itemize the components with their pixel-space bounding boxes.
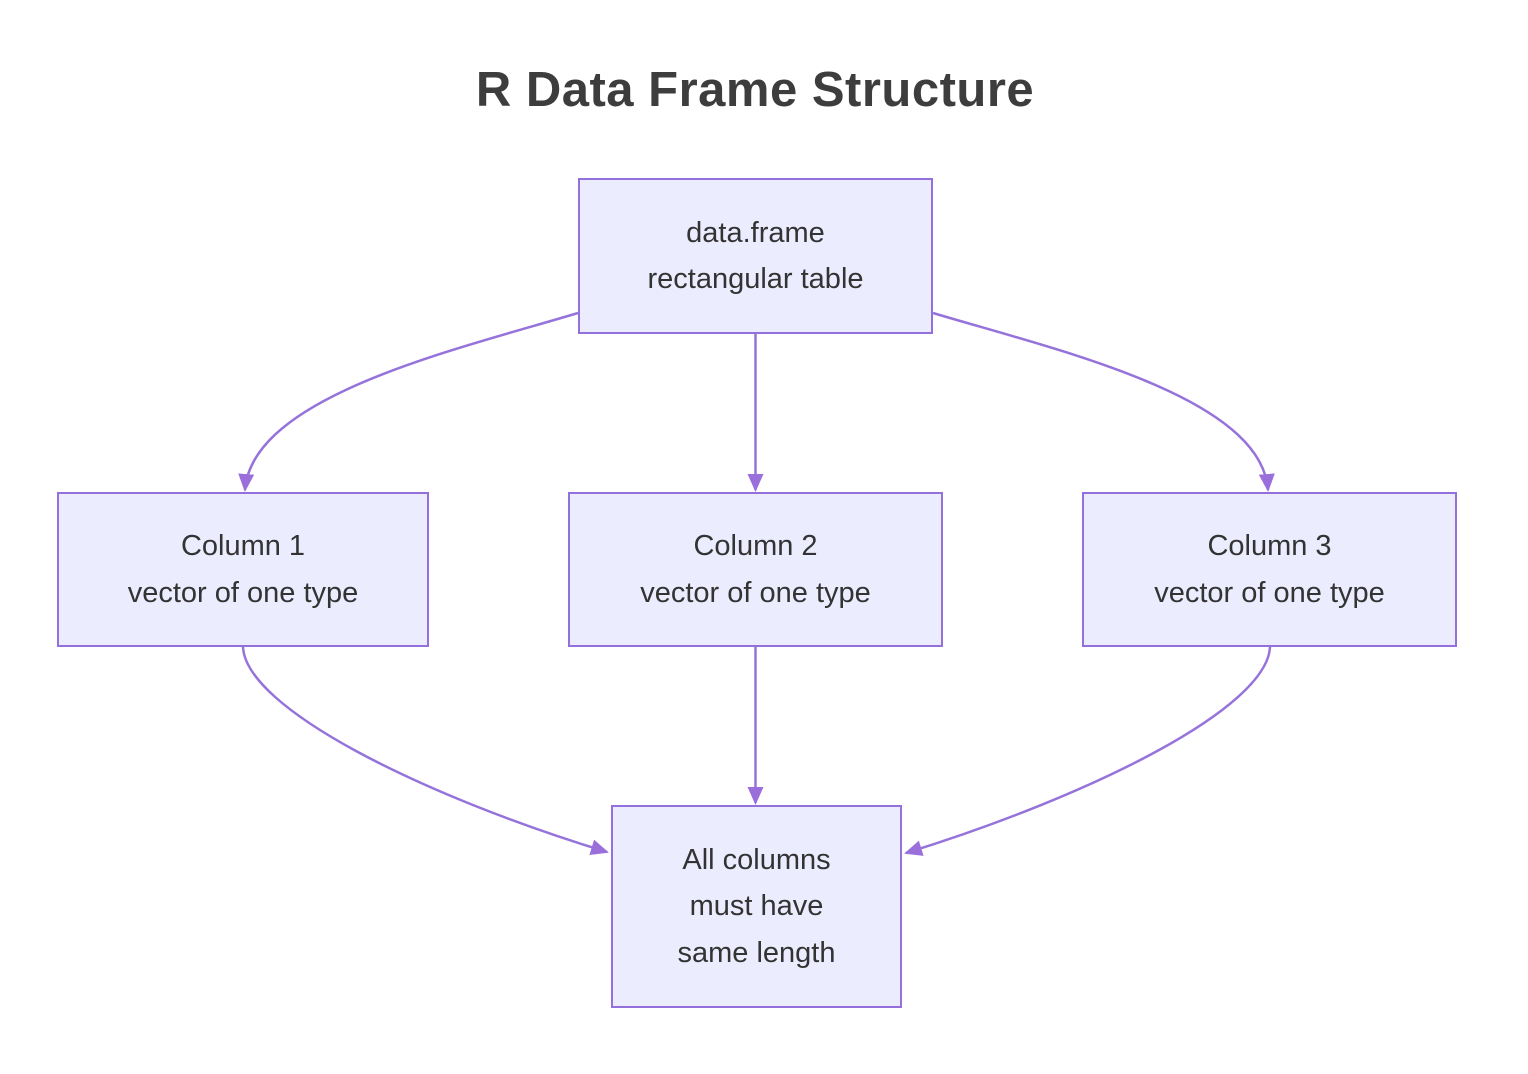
node-column-2: Column 2 vector of one type: [568, 492, 943, 647]
node-column-3: Column 3 vector of one type: [1082, 492, 1457, 647]
node-column-3-line-2: vector of one type: [1154, 576, 1385, 609]
node-dataframe: data.frame rectangular table: [578, 178, 933, 334]
edge-dataframe-col3: [932, 311, 1275, 492]
node-column-1-line-2: vector of one type: [127, 576, 359, 609]
node-same-length-rule-line-2: must have: [689, 890, 824, 923]
node-same-length-rule-line-1: All columns: [682, 843, 831, 876]
node-column-2-line-1: Column 2: [693, 530, 818, 562]
node-column-1-line-1: Column 1: [180, 530, 306, 562]
node-column-3-line-1: Column 3: [1207, 530, 1332, 562]
node-dataframe-line-1: data.frame: [686, 216, 825, 249]
node-column-2-line-2: vector of one type: [640, 576, 871, 609]
edge-dataframe-col1: [238, 311, 579, 492]
diagram-title: R Data Frame Structure: [475, 63, 1035, 117]
edge-col1-rule: [241, 646, 609, 855]
edge-col3-rule: [904, 646, 1272, 856]
node-dataframe-line-2: rectangular table: [647, 263, 864, 295]
node-column-1: Column 1 vector of one type: [57, 492, 429, 647]
node-same-length-rule-line-3: same length: [677, 936, 836, 969]
node-same-length-rule: All columns must have same length: [611, 805, 902, 1008]
